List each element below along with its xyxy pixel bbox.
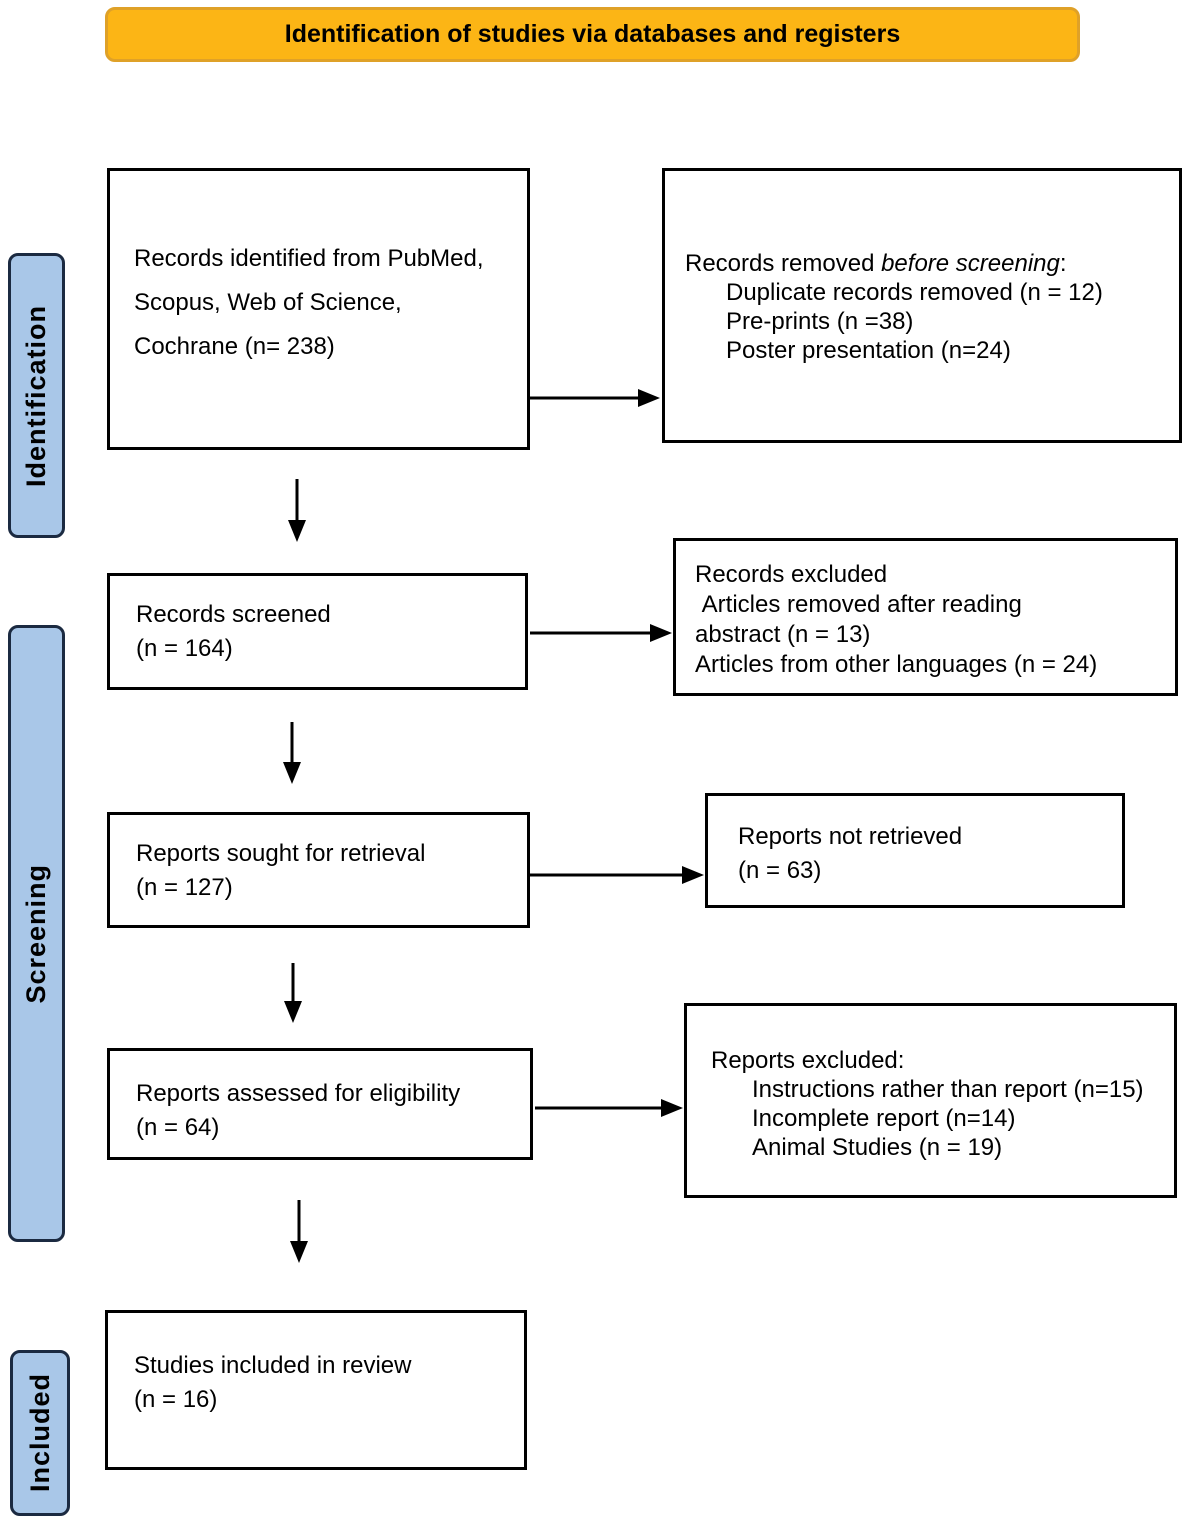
reports-assessed-line: (n = 64) (136, 1114, 220, 1141)
records-screened-line: Records screened (136, 601, 331, 628)
box-records-removed: Records removed before screening: Duplic… (662, 168, 1182, 443)
banner-title: Identification of studies via databases … (105, 7, 1080, 62)
reports-not-retrieved-line: Reports not retrieved (738, 823, 963, 850)
records-removed-item: Pre-prints (n =38) (726, 308, 914, 335)
reports-excluded-item: Incomplete report (n=14) (752, 1105, 1016, 1132)
records-identified-line: Cochrane (n= 238) (134, 333, 335, 360)
records-removed-item: Poster presentation (n=24) (726, 337, 1011, 364)
stage-bar-included: Included (10, 1350, 70, 1516)
arrow-sought-to-assessed (284, 963, 302, 1023)
arrow-screened-to-sought (283, 722, 301, 784)
reports-assessed-line: Reports assessed for eligibility (136, 1080, 461, 1107)
box-reports-sought: Reports sought for retrieval (n = 127) (107, 812, 530, 928)
records-removed-intro-italic: before screening (881, 250, 1060, 277)
reports-sought-line: (n = 127) (136, 874, 233, 901)
reports-excluded-item: Animal Studies (n = 19) (752, 1134, 1003, 1161)
box-studies-included: Studies included in review (n = 16) (105, 1310, 527, 1470)
records-excluded-line: Articles from other languages (n = 24) (695, 651, 1098, 678)
arrow-sought-to-not-retrieved (530, 866, 704, 884)
box-records-identified: Records identified from PubMed, Scopus, … (107, 168, 530, 450)
records-excluded-line: abstract (n = 13) (695, 621, 871, 648)
records-identified-line: Records identified from PubMed, (134, 245, 484, 272)
records-identified-line: Scopus, Web of Science, (134, 289, 402, 316)
box-reports-excluded: Reports excluded: Instructions rather th… (684, 1003, 1177, 1198)
stage-bar-screening: Screening (8, 625, 65, 1242)
reports-sought-line: Reports sought for retrieval (136, 840, 426, 867)
arrow-screened-to-excluded (530, 624, 672, 642)
reports-not-retrieved-line: (n = 63) (738, 857, 822, 884)
arrow-identified-to-removed (530, 389, 660, 407)
arrow-assessed-to-included (290, 1200, 308, 1263)
records-removed-intro-prefix: Records removed (685, 250, 882, 277)
records-removed-intro-suffix: : (1059, 250, 1067, 277)
records-removed-intro: Records removed before screening: (685, 249, 1165, 278)
arrow-assessed-to-excluded (535, 1099, 683, 1117)
stage-bar-identification: Identification (8, 253, 65, 538)
records-removed-item: Duplicate records removed (n = 12) (726, 279, 1103, 306)
reports-excluded-title: Reports excluded: (711, 1047, 905, 1074)
box-reports-assessed: Reports assessed for eligibility (n = 64… (107, 1048, 533, 1160)
records-screened-line: (n = 164) (136, 635, 233, 662)
reports-excluded-item: Instructions rather than report (n=15) (752, 1076, 1144, 1103)
box-reports-not-retrieved: Reports not retrieved (n = 63) (705, 793, 1125, 908)
box-records-screened: Records screened (n = 164) (107, 573, 528, 690)
records-excluded-line: Articles removed after reading (695, 591, 1022, 618)
studies-included-line: Studies included in review (134, 1352, 412, 1379)
banner-title-label: Identification of studies via databases … (284, 20, 901, 48)
box-records-excluded: Records excluded Articles removed after … (673, 538, 1178, 696)
arrow-identified-to-screened (288, 479, 306, 542)
studies-included-line: (n = 16) (134, 1386, 218, 1413)
records-excluded-line: Records excluded (695, 561, 888, 588)
